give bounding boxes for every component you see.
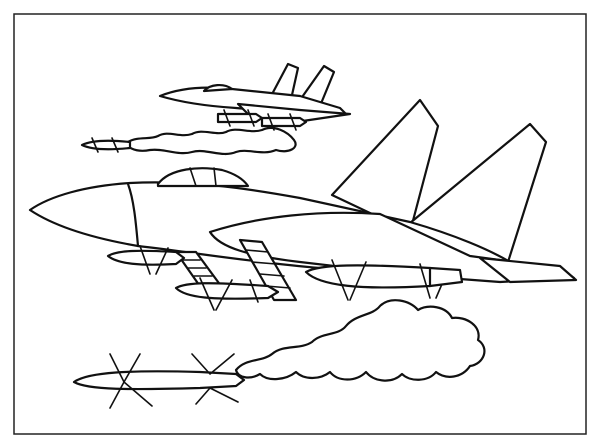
small-missile-smoke-trail (126, 126, 297, 156)
small-fighter-jet (158, 62, 352, 131)
big-jet-nose-seam (126, 182, 140, 248)
big-jet-canopy-frame (189, 167, 217, 187)
launched-missile-body (72, 370, 246, 391)
big-jet-intake-right (238, 238, 298, 302)
big-jet-canopy (156, 167, 250, 188)
small-missile-body (80, 139, 132, 151)
launched-missile-smoke-trail (234, 299, 486, 382)
small-jet-fuselage (158, 86, 348, 116)
big-jet-missile-3-tail (428, 266, 464, 288)
page-frame (13, 13, 587, 435)
big-jet-tail-plane (478, 256, 578, 284)
small-missile-fins (91, 137, 119, 153)
small-jet-store-1-fins (223, 109, 255, 127)
small-jet-canopy (202, 84, 234, 93)
big-jet-missile-1-fins (139, 245, 169, 275)
launched-missile-with-smoke (72, 299, 486, 409)
big-jet-missile-3-fins (331, 259, 449, 301)
small-jet-store-1 (216, 112, 264, 124)
small-missile-with-smoke (80, 126, 297, 156)
big-jet-intake-right-slats (245, 249, 291, 289)
launched-missile-rear-fins (191, 353, 239, 405)
small-jet-store-2 (260, 116, 308, 128)
big-jet-intake-left-slats (181, 259, 219, 285)
big-jet-missile-2-fins (199, 277, 259, 311)
launched-missile-front-fins (109, 353, 153, 409)
big-fighter-jet (28, 98, 578, 311)
